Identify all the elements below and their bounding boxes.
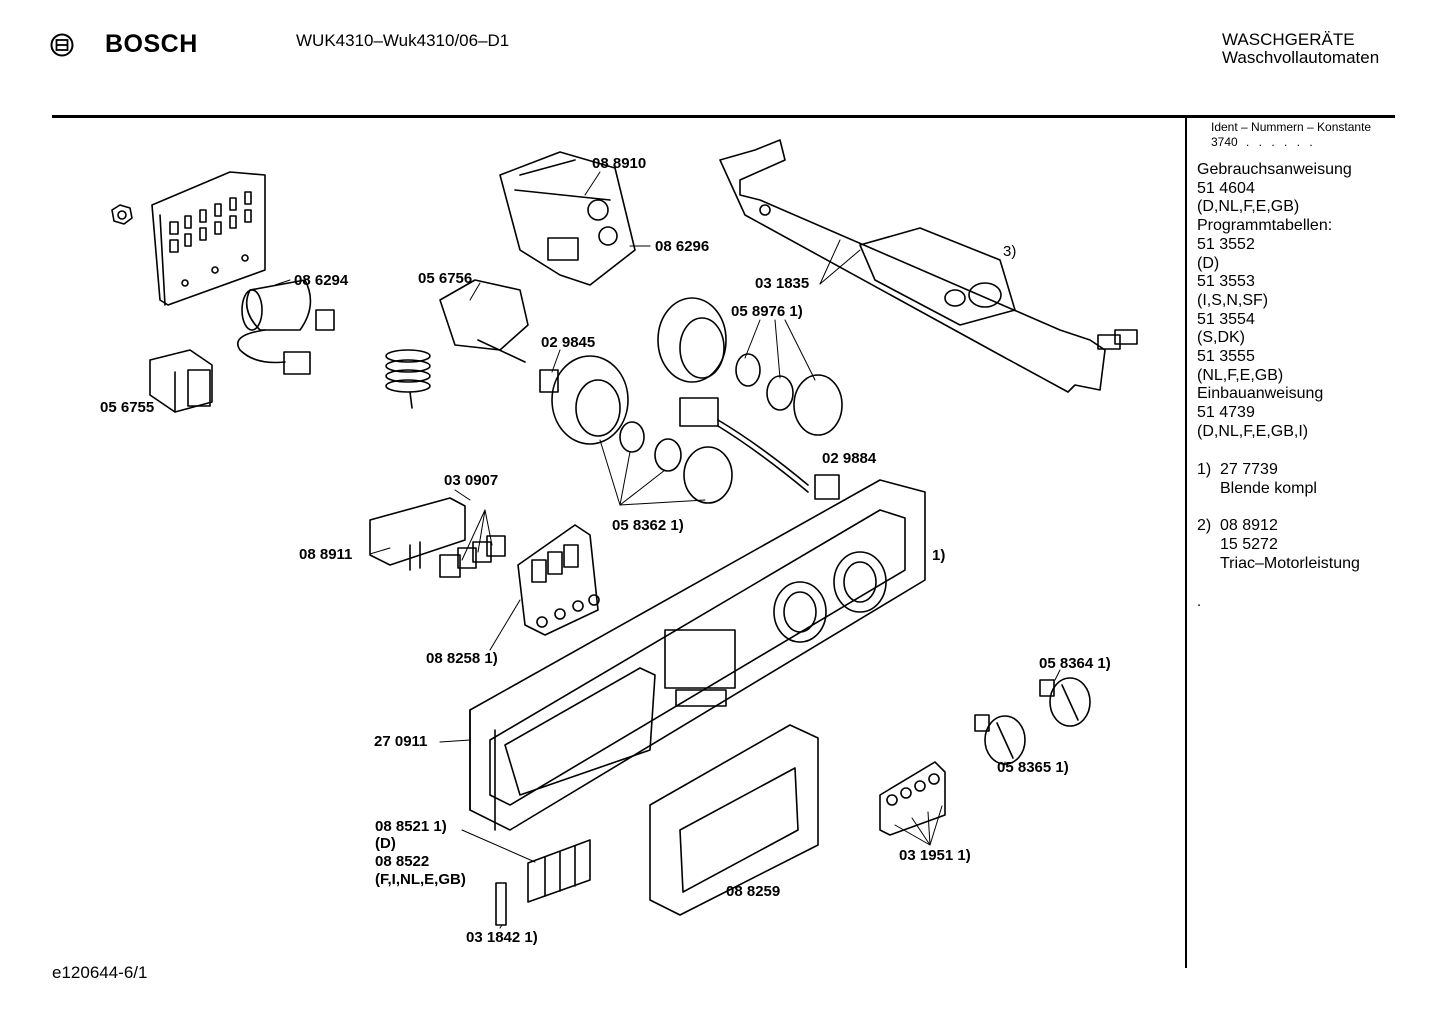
part-label-056755: 05 6755 — [100, 399, 155, 416]
doc-line: (D,NL,F,E,GB,I) — [1197, 422, 1309, 440]
footnote-2: 2) 08 8912 15 5272 Triac–Motorleistung — [1197, 517, 1387, 577]
drawing-code: e120644-6/1 — [52, 963, 148, 982]
drawer-handle-part — [649, 724, 819, 916]
pressure-switch-part — [369, 497, 506, 578]
part-label-029845: 02 9845 — [541, 334, 596, 351]
part-label-058364: 05 8364 1) — [1039, 655, 1111, 672]
bosch-logo-icon — [50, 33, 74, 57]
footnote-1: 1) 27 7739 Blende kompl — [1197, 461, 1387, 501]
sidebar-divider — [1185, 116, 1187, 968]
part-label-056756: 05 6756 — [418, 270, 473, 287]
knob-assembly-part — [539, 297, 843, 504]
capacitor-part — [237, 279, 335, 375]
display-panel-part — [527, 839, 591, 903]
part-label-d: (D) — [375, 835, 396, 852]
model-number: WUK4310–Wuk4310/06–D1 — [296, 31, 510, 50]
footnote-number: 2) — [1197, 517, 1212, 534]
leader-lines — [274, 171, 1061, 929]
footnote-line: Blende kompl — [1220, 480, 1317, 497]
doc-line: (D) — [1197, 254, 1220, 272]
part-label-031842: 03 1842 1) — [466, 929, 538, 946]
doc-line: (S,DK) — [1197, 329, 1245, 347]
category-subtitle: Waschvollautomaten — [1222, 48, 1380, 67]
switch-and-coil-part — [385, 279, 529, 409]
program-knobs-part — [974, 677, 1091, 765]
footnote-line: 15 5272 — [1220, 536, 1278, 553]
part-label-086294: 08 6294 — [294, 272, 349, 289]
doc-line: Programmtabellen: — [1197, 217, 1333, 235]
document-list: Gebrauchsanweisung 51 4604 (D,NL,F,E,GB)… — [1197, 161, 1352, 442]
transformer-part — [149, 349, 213, 413]
footnote-number: 1) — [1197, 461, 1212, 478]
footnote-line: Triac–Motorleistung — [1220, 555, 1360, 572]
doc-line: 51 3552 — [1197, 235, 1255, 253]
button-block-part — [517, 524, 600, 636]
part-label-270911: 27 0911 — [374, 733, 428, 750]
part-label-088910: 08 8910 — [592, 155, 647, 172]
doc-line: 51 3554 — [1197, 310, 1255, 328]
footnote-line: 08 8912 — [1220, 517, 1278, 534]
ident-dots: . . . . . . — [1246, 135, 1316, 149]
part-label-058365: 05 8365 1) — [997, 759, 1069, 776]
part-label-088259: 08 8259 — [726, 883, 781, 900]
part-label-058362: 05 8362 1) — [612, 517, 684, 534]
part-label-3: 3) — [1003, 243, 1017, 260]
ident-value: 3740 — [1211, 135, 1238, 149]
doc-line: 51 4739 — [1197, 404, 1255, 422]
clip-part — [495, 882, 507, 926]
part-label-088521: 08 8521 1) — [375, 818, 447, 835]
fascia-panel-part — [469, 479, 926, 831]
category-title: WASCHGERÄTE — [1222, 30, 1355, 49]
doc-line: Einbauanweisung — [1197, 385, 1324, 403]
part-label-031835: 03 1835 — [755, 275, 810, 292]
motor-unit-part — [499, 151, 636, 286]
exploded-parts-drawing — [111, 139, 1138, 929]
ident-header: Ident – Nummern – Konstante — [1211, 120, 1372, 134]
switch-block-part — [879, 761, 946, 836]
footnote-line: 27 7739 — [1220, 461, 1278, 478]
nut-part — [111, 204, 133, 225]
part-label-029884: 02 9884 — [822, 450, 877, 467]
doc-line: 51 4604 — [1197, 179, 1255, 197]
part-label-086296: 08 6296 — [655, 238, 710, 255]
part-label-031951: 03 1951 1) — [899, 847, 971, 864]
doc-line: (I,S,N,SF) — [1197, 291, 1269, 309]
part-label-030907: 03 0907 — [444, 472, 499, 489]
header-divider — [52, 115, 1395, 118]
part-label-finlegb: (F,I,NL,E,GB) — [375, 871, 466, 888]
doc-line: Gebrauchsanweisung — [1197, 161, 1352, 178]
part-label-088522: 08 8522 — [375, 853, 430, 870]
part-label-1: 1) — [932, 547, 946, 564]
trailing-dot: . — [1197, 593, 1202, 610]
board-bracket-part — [151, 171, 266, 306]
brand-name: BOSCH — [105, 30, 198, 58]
doc-line: 51 3555 — [1197, 348, 1255, 366]
doc-line: (D,NL,F,E,GB) — [1197, 198, 1300, 216]
part-label-058976: 05 8976 1) — [731, 303, 803, 320]
top-bracket-part — [719, 139, 1138, 393]
part-label-088258: 08 8258 1) — [426, 650, 498, 667]
part-label-088911: 08 8911 — [299, 546, 353, 563]
doc-line: (NL,F,E,GB) — [1197, 366, 1284, 384]
doc-line: 51 3553 — [1197, 273, 1255, 291]
